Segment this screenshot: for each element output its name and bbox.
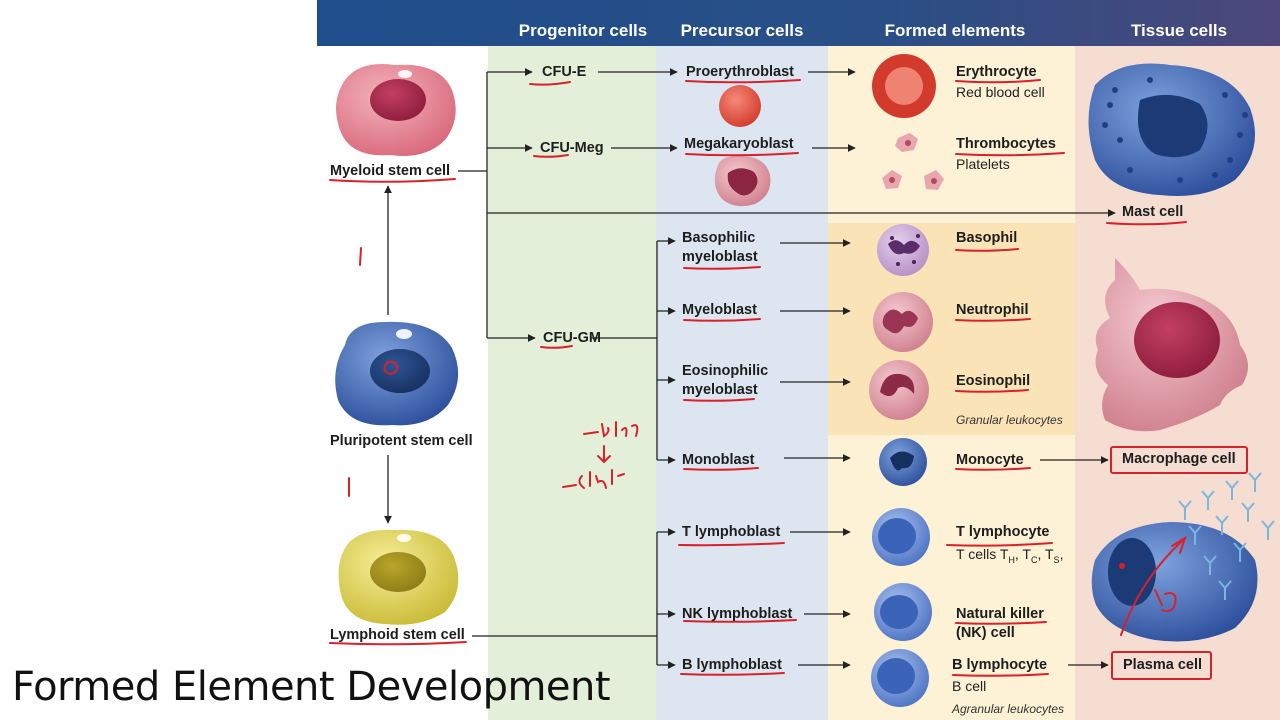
label-b-lymphoblast: B lymphoblast xyxy=(682,657,782,673)
progenitor-column xyxy=(488,46,656,720)
t-cells-h: H xyxy=(1008,554,1015,565)
label-cfu-meg: CFU-Meg xyxy=(540,140,604,156)
label-red-blood-cell: Red blood cell xyxy=(956,84,1045,100)
t-cells-sep-1: , T xyxy=(1014,546,1031,562)
t-cells-end: , xyxy=(1059,546,1064,562)
label-myeloid-stem-cell: Myeloid stem cell xyxy=(330,163,451,179)
label-cfu-gm: CFU-GM xyxy=(543,330,601,346)
label-mast-cell: Mast cell xyxy=(1122,204,1184,220)
label-basophilic-myeloblast-2: myeloblast xyxy=(682,249,758,265)
label-macrophage-cell: Macrophage cell xyxy=(1122,451,1236,467)
label-platelets: Platelets xyxy=(956,156,1010,172)
header-bar xyxy=(317,0,1280,46)
label-b-cell: B cell xyxy=(952,678,987,694)
header-formed: Formed elements xyxy=(884,21,1026,40)
header-tissue: Tissue cells xyxy=(1130,21,1228,40)
label-plasma-cell: Plasma cell xyxy=(1123,657,1202,673)
label-cfu-e: CFU-E xyxy=(542,64,587,80)
label-basophilic-myeloblast-1: Basophilic xyxy=(682,230,756,246)
label-monoblast: Monoblast xyxy=(682,452,755,468)
label-megakaryoblast: Megakaryoblast xyxy=(684,136,794,152)
t-cells-sep-2: , T xyxy=(1037,546,1054,562)
label-natural-killer-2: (NK) cell xyxy=(956,625,1015,641)
label-nk-lymphoblast: NK lymphoblast xyxy=(682,606,793,622)
label-pluripotent-stem-cell: Pluripotent stem cell xyxy=(330,433,473,449)
label-t-lymphoblast: T lymphoblast xyxy=(682,524,781,540)
macrophage-highlight-box xyxy=(1110,446,1248,474)
header-progenitor: Progenitor cells xyxy=(518,21,648,40)
label-lymphoid-stem-cell: Lymphoid stem cell xyxy=(330,627,465,643)
slide-title: Formed Element Development xyxy=(12,664,611,710)
label-basophil: Basophil xyxy=(956,230,1018,246)
t-cells-c: C xyxy=(1030,554,1038,565)
label-granular-leukocytes: Granular leukocytes xyxy=(956,413,1063,427)
label-eosinophilic-myeloblast-2: myeloblast xyxy=(682,382,758,398)
label-eosinophil: Eosinophil xyxy=(956,373,1031,389)
label-erythrocyte: Erythrocyte xyxy=(956,64,1037,80)
label-myeloblast: Myeloblast xyxy=(682,302,757,318)
label-agranular-leukocytes: Agranular leukocytes xyxy=(952,702,1065,716)
label-neutrophil: Neutrophil xyxy=(956,302,1029,318)
label-proerythroblast: Proerythroblast xyxy=(686,64,794,80)
t-cells-s: S xyxy=(1053,554,1060,565)
granular-band xyxy=(828,223,1075,435)
label-natural-killer-1: Natural killer xyxy=(956,606,1044,622)
header-precursor: Precursor cells xyxy=(680,21,804,40)
label-t-cells-types: T cells TH, TC, TS, xyxy=(956,545,1063,569)
label-b-lymphocyte: B lymphocyte xyxy=(952,657,1048,673)
label-thrombocytes: Thrombocytes xyxy=(956,136,1056,152)
label-eosinophilic-myeloblast-1: Eosinophilic xyxy=(682,363,769,379)
label-monocyte: Monocyte xyxy=(956,452,1024,468)
label-t-lymphocyte: T lymphocyte xyxy=(956,524,1050,540)
plasma-highlight-box xyxy=(1111,651,1212,680)
t-cells-prefix: T cells T xyxy=(956,546,1009,562)
